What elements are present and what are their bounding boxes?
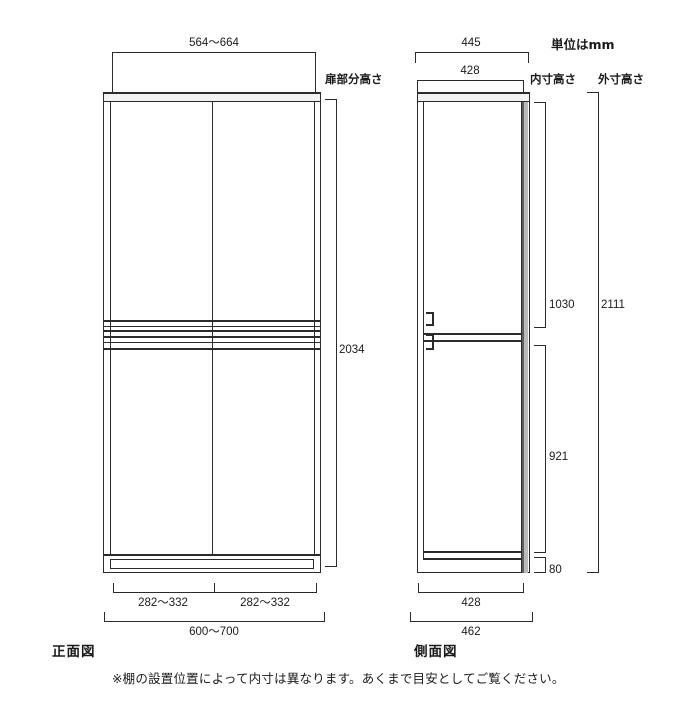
side-upper-inner-tick-bottom (534, 327, 546, 328)
front-center-mullion (212, 102, 213, 554)
side-inner-depth-tick-left (417, 80, 418, 92)
front-left-side-panel-line (110, 102, 111, 554)
front-base-top-edge (104, 554, 320, 556)
side-lower-inner-tick-top (534, 345, 546, 346)
hinge-lower-arm-top (426, 334, 434, 336)
side-base-height-tick-bottom (534, 572, 546, 573)
side-upper-inner-height-dim-line (545, 102, 546, 328)
outer-height-label: 外寸高さ (598, 72, 644, 86)
side-upper-inner-height-value: 1030 (549, 299, 575, 311)
side-bottom-outer-depth-value: 462 (461, 626, 481, 638)
side-total-height-tick-top (587, 92, 599, 93)
side-base-height-value: 80 (549, 564, 562, 576)
hinge-upper-arm-top (426, 312, 434, 314)
footnote-text: ※棚の設置位置によって内寸は異なります。あくまで目安としてご覧ください。 (112, 671, 565, 686)
side-base-top-line (423, 551, 522, 553)
side-back-panel-edge-line (521, 102, 522, 573)
front-middle-band-line-2 (104, 326, 320, 327)
front-door-height-tick-bottom (325, 566, 337, 567)
hinge-lower-bracket (432, 334, 434, 350)
front-view-title: 正面図 (52, 644, 96, 660)
front-door-width-value: 564〜664 (189, 37, 239, 49)
side-bottom-inner-depth-dim-line (418, 592, 524, 593)
door-height-label: 扉部分高さ (325, 72, 383, 86)
side-bottom-outer-tick-right (532, 612, 533, 622)
front-middle-band-line-3 (104, 330, 320, 332)
front-inner-width-tick-left (113, 583, 114, 593)
side-bottom-outer-depth-dim-line (410, 621, 533, 622)
front-door-height-tick-top (325, 99, 337, 100)
front-door-width-ext-right (315, 52, 316, 93)
side-lower-inner-tick-bottom (534, 552, 546, 553)
side-middle-shelf-bottom (423, 340, 522, 342)
front-total-width-dim-line (104, 621, 325, 622)
side-outer-depth-tick-right (528, 52, 529, 63)
side-back-panel-dark (522, 102, 524, 573)
unit-note-label: 単位はmm (551, 37, 615, 52)
front-left-door-width-value: 282〜332 (138, 597, 188, 609)
front-door-width-ext-left (112, 52, 113, 93)
front-door-height-dim-line (336, 99, 337, 566)
side-base-height-tick-top (534, 557, 546, 558)
side-inner-depth-tick-right (523, 80, 524, 92)
front-door-width-dim-line (112, 52, 316, 53)
side-inner-depth-value: 428 (460, 65, 480, 77)
front-middle-band-top-edge (104, 320, 320, 322)
side-upper-inner-tick-top (534, 102, 546, 103)
hinge-lower-arm-bottom (426, 348, 434, 350)
side-bottom-inner-depth-value: 428 (461, 597, 481, 609)
front-right-side-panel-line (314, 102, 315, 554)
front-inner-width-tick-mid (214, 583, 215, 593)
side-inner-depth-dim-line (417, 80, 524, 81)
front-total-width-value: 600〜700 (189, 626, 239, 638)
side-middle-shelf-top (423, 333, 522, 335)
side-total-height-dim-line (598, 92, 599, 573)
side-top-rail (418, 93, 529, 102)
front-top-rail (104, 93, 320, 102)
front-total-width-tick-left (104, 612, 105, 622)
side-base-second-line (423, 558, 522, 560)
side-total-height-value: 2111 (601, 299, 625, 311)
side-outer-depth-value: 445 (461, 37, 481, 49)
side-lower-inner-height-value: 921 (549, 451, 569, 463)
hinge-upper-bracket (432, 312, 434, 326)
side-outer-depth-tick-left (415, 52, 416, 63)
side-bottom-inner-tick-left (418, 583, 419, 593)
side-view-title: 側面図 (414, 644, 458, 660)
side-front-door-line (423, 102, 424, 558)
front-door-height-value: 2034 (339, 344, 365, 356)
side-total-height-tick-bottom (587, 572, 599, 573)
front-total-width-tick-right (324, 612, 325, 622)
front-base-plinth (110, 559, 314, 569)
hinge-upper-arm-bottom (426, 324, 434, 326)
inner-height-label: 内寸高さ (530, 72, 576, 86)
front-right-door-width-value: 282〜332 (240, 597, 290, 609)
front-middle-band-bottom-edge (104, 348, 320, 350)
front-middle-band-line-5 (104, 342, 320, 343)
side-base-height-dim-line (545, 557, 546, 573)
side-lower-inner-height-dim-line (545, 345, 546, 553)
front-inner-width-tick-right (316, 583, 317, 593)
side-back-panel-light (524, 102, 528, 573)
side-bottom-inner-tick-right (523, 583, 524, 593)
side-bottom-outer-tick-left (410, 612, 411, 622)
side-outer-depth-dim-line (415, 52, 529, 53)
front-middle-band-line-4 (104, 336, 320, 339)
side-cabinet-outline (417, 92, 530, 573)
